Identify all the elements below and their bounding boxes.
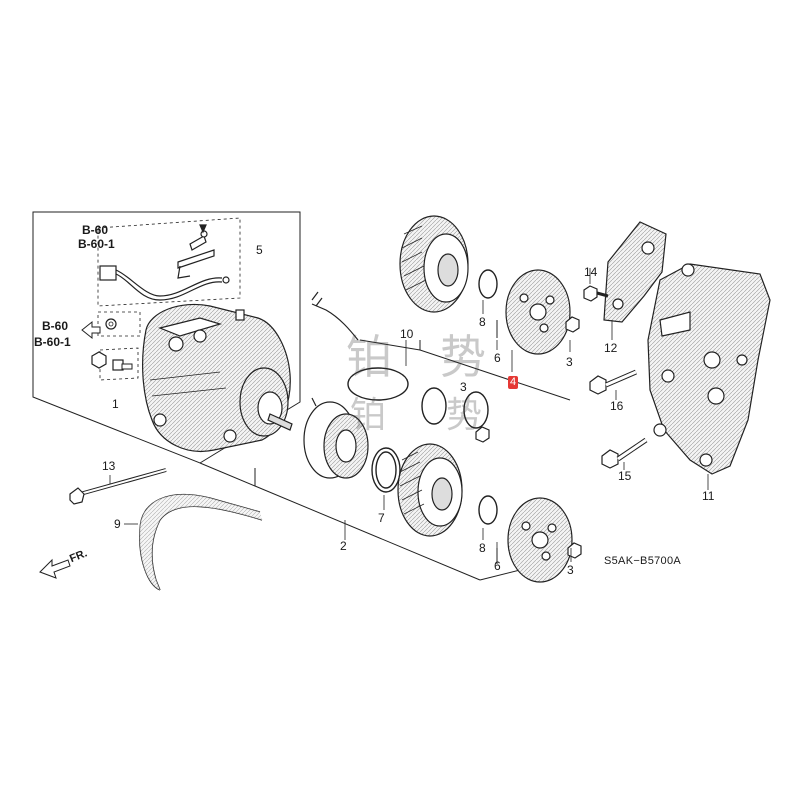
callout-14: 14 (584, 265, 598, 279)
callout-4-highlighted[interactable]: 4 (508, 376, 519, 389)
snap-ring-8-upper (478, 269, 498, 299)
callout-13: 13 (102, 459, 116, 473)
callout-8-upper: 8 (479, 315, 486, 329)
reference-label-top-sub: B-60-1 (78, 237, 115, 251)
pulley-lower (397, 443, 463, 537)
pulley-upper (399, 215, 469, 313)
upper-bracket (603, 221, 667, 323)
callout-15: 15 (618, 469, 632, 483)
bolt-16 (589, 369, 637, 395)
callout-16: 16 (610, 399, 624, 413)
reference-label-left: B-60 (42, 319, 69, 333)
watermark-char-2: 势 (440, 330, 486, 384)
callout-3-middle: 3 (460, 380, 467, 394)
wire-harness-outline (97, 217, 241, 307)
clutch-detail-outline (359, 339, 571, 401)
armature-plate-lower (507, 497, 573, 583)
callout-12: 12 (604, 341, 618, 355)
ring-middle-3 (463, 391, 489, 429)
callout-5: 5 (256, 243, 263, 257)
callout-2: 2 (340, 539, 347, 553)
callout-6-lower: 6 (494, 559, 501, 573)
main-mounting-bracket (647, 263, 771, 475)
watermark-char-4: 势 (446, 395, 483, 436)
reference-label-left-sub: B-60-1 (34, 335, 71, 349)
field-coil (303, 397, 369, 479)
compressor-body (142, 303, 293, 452)
reference-label-top: B-60 (82, 223, 109, 237)
callout-6-upper: 6 (494, 351, 501, 365)
reference-arrow (81, 320, 101, 340)
long-bolt (69, 468, 167, 505)
callout-1: 1 (112, 397, 119, 411)
watermark-char-1: 铂 (346, 330, 392, 384)
drawing-code: S5AK−B5700A (604, 555, 681, 567)
connector-subgroup (91, 311, 141, 381)
nut-upper (565, 316, 580, 333)
watermark-char-3: 铂 (350, 395, 387, 436)
ring-middle-2 (421, 387, 447, 425)
front-direction-arrow (39, 558, 71, 579)
belt-fill (139, 494, 262, 590)
wire-harness (99, 224, 230, 301)
callout-7: 7 (378, 511, 385, 525)
callout-3-lower: 3 (567, 563, 574, 577)
ring-middle-1 (347, 367, 409, 401)
callout-8-lower: 8 (479, 541, 486, 555)
bolt-14 (583, 285, 609, 302)
snap-ring-8-lower (478, 495, 498, 525)
callout-9: 9 (114, 517, 121, 531)
callout-11: 11 (702, 489, 715, 503)
snap-ring-lower (371, 447, 401, 493)
thermal-protector-wire (311, 291, 359, 341)
armature-plate-upper (505, 269, 571, 355)
bolt-15 (601, 437, 648, 469)
nut-middle (475, 426, 490, 443)
callout-10: 10 (400, 327, 414, 341)
callout-3-upper: 3 (566, 355, 573, 369)
